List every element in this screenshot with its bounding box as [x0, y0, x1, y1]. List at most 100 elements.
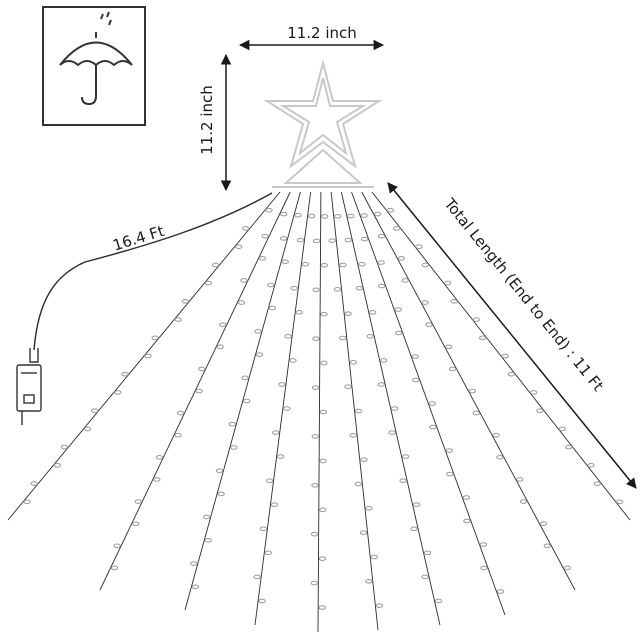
- light-strands: [7, 191, 631, 633]
- light-strand: [184, 191, 301, 611]
- led-bulb: [211, 262, 220, 268]
- led-bulb: [410, 526, 418, 532]
- led-bulb: [563, 565, 571, 571]
- led-bulb: [198, 366, 206, 372]
- led-bulb: [558, 426, 566, 432]
- led-bulb: [110, 565, 119, 571]
- total-length-label: Total Length (End to End) : 11 Ft: [440, 194, 607, 395]
- led-bulb: [328, 238, 336, 243]
- led-bulb: [289, 358, 297, 363]
- led-bulb: [290, 285, 298, 291]
- led-bulb: [334, 214, 342, 219]
- led-bulb: [295, 310, 303, 315]
- led-bulb: [219, 322, 227, 328]
- led-bulb: [230, 445, 238, 450]
- led-bulb: [349, 433, 357, 438]
- led-bulb: [411, 354, 419, 359]
- led-bulb: [204, 280, 213, 286]
- led-bulb: [265, 207, 273, 213]
- star-topper: [263, 59, 383, 188]
- led-bulb: [91, 408, 99, 414]
- led-bulb: [144, 353, 152, 359]
- led-bulb: [134, 499, 143, 504]
- led-bulb: [360, 457, 368, 463]
- led-bulb: [176, 410, 185, 416]
- led-bulb: [333, 287, 342, 292]
- led-bulb: [565, 444, 573, 450]
- led-bulb: [373, 211, 382, 217]
- led-bulb: [423, 550, 432, 556]
- light-strand: [340, 191, 441, 626]
- led-bulb: [462, 495, 471, 500]
- led-bulb: [307, 213, 316, 219]
- led-bulb: [344, 311, 352, 317]
- led-bulb: [492, 432, 500, 438]
- led-bulb: [377, 382, 385, 387]
- led-bulb: [386, 207, 394, 213]
- led-bulb: [311, 385, 320, 390]
- led-bulb: [318, 556, 327, 562]
- led-bulb: [113, 543, 121, 549]
- led-bulb: [311, 434, 319, 439]
- led-bulb: [319, 507, 327, 513]
- led-bulb: [395, 330, 403, 336]
- led-bulb: [217, 491, 225, 497]
- led-bulb: [366, 334, 374, 339]
- led-bulb: [243, 398, 251, 404]
- led-bulb: [237, 300, 246, 305]
- led-bulb: [360, 213, 368, 218]
- led-bulb: [375, 603, 384, 609]
- led-bulb: [377, 233, 386, 239]
- led-bulb: [240, 278, 248, 283]
- led-bulb: [479, 335, 487, 341]
- led-bulb: [191, 584, 200, 590]
- led-bulb: [310, 531, 319, 537]
- led-bulb: [320, 311, 328, 317]
- light-strand: [371, 191, 631, 521]
- led-bulb: [421, 300, 429, 305]
- led-bulb: [378, 283, 386, 289]
- led-bulb: [507, 371, 515, 377]
- led-bulb: [415, 244, 423, 249]
- led-bulb: [203, 514, 211, 520]
- led-bulb: [241, 375, 249, 381]
- led-bulb: [319, 409, 328, 415]
- led-bulb: [444, 280, 452, 286]
- led-bulb: [448, 366, 457, 372]
- led-bulb: [434, 598, 443, 604]
- led-bulb: [530, 390, 538, 395]
- led-bulb: [412, 502, 421, 508]
- led-bulb: [267, 282, 275, 288]
- led-bulb: [258, 256, 267, 261]
- led-bulb: [365, 579, 373, 584]
- led-bulb: [516, 477, 524, 482]
- led-bulb: [472, 410, 480, 416]
- led-bulb: [377, 260, 385, 265]
- led-bulb: [543, 543, 551, 549]
- led-bulb: [279, 236, 288, 241]
- led-bulb: [393, 226, 401, 231]
- led-bulb: [401, 454, 410, 459]
- led-bulb: [312, 287, 320, 293]
- led-bulb: [370, 554, 378, 560]
- led-bulb: [296, 237, 305, 243]
- led-bulb: [391, 406, 399, 411]
- led-bulb: [421, 262, 429, 268]
- led-bulb: [253, 574, 261, 580]
- led-bulb: [283, 406, 291, 411]
- led-bulb: [268, 305, 277, 311]
- led-bulb: [450, 299, 458, 304]
- led-bulb: [519, 499, 528, 504]
- led-bulb: [190, 561, 198, 566]
- led-bulb: [228, 421, 237, 427]
- led-bulb: [301, 261, 310, 267]
- led-bulb: [265, 478, 274, 484]
- led-bulb: [195, 388, 203, 394]
- led-bulb: [320, 360, 328, 366]
- light-strand: [99, 191, 291, 591]
- led-bulb: [339, 335, 347, 341]
- cord-length-label: 16.4 Ft: [111, 222, 167, 255]
- led-bulb: [312, 238, 321, 244]
- led-bulb: [174, 432, 182, 438]
- led-bulb: [472, 317, 480, 322]
